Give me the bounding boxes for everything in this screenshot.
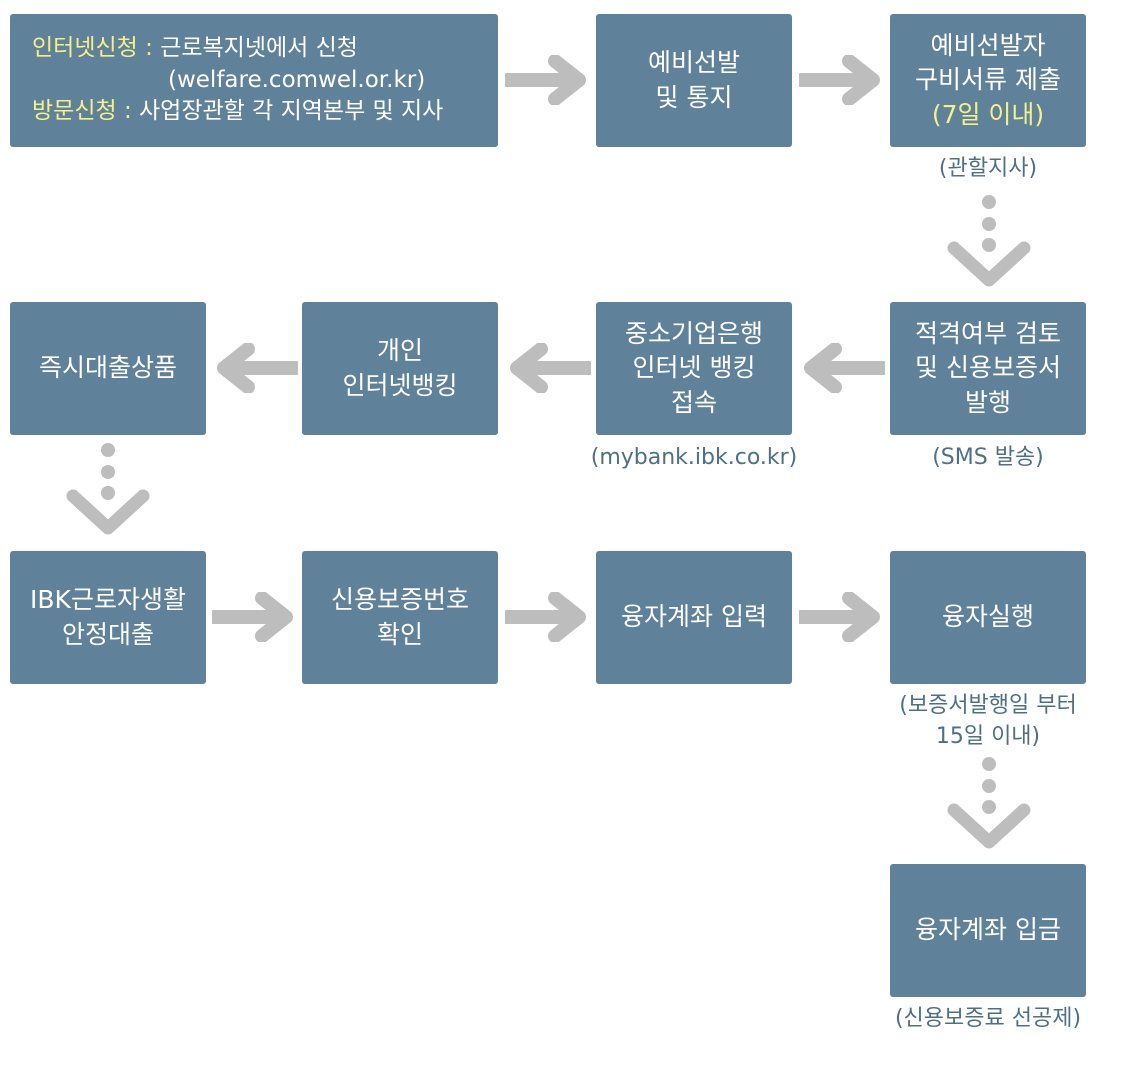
visit-apply-row: 방문신청 : 사업장관할 각 지역본부 및 지사 bbox=[32, 96, 443, 128]
note-branch: (관할지사) bbox=[938, 156, 1038, 181]
internet-apply-value: 근로복지넷에서 신청 bbox=[160, 34, 358, 61]
note-loan-execute: (보증서발행일 부터 15일 이내) bbox=[860, 691, 1116, 753]
step-review: 적격여부 검토 및 신용보증서 발행 bbox=[890, 302, 1086, 435]
step-guarantee-check-line-2: 확인 bbox=[376, 619, 423, 649]
internet-apply-label: 인터넷신청 : bbox=[32, 34, 153, 61]
step-docs-deadline: (7일 이내) bbox=[931, 99, 1045, 129]
step-loan-execute: 융자실행 bbox=[890, 551, 1086, 684]
arrow-left-icon bbox=[217, 343, 298, 393]
arrow-left-icon bbox=[804, 343, 885, 393]
start-box: 인터넷신청 : 근로복지넷에서 신청 (welfare.comwel.or.kr… bbox=[10, 14, 498, 147]
step-ibk-banking-line-3: 접속 bbox=[670, 387, 717, 417]
step-preselect: 예비선발 및 통지 bbox=[596, 14, 792, 147]
step-guarantee-check-line-1: 신용보증번호 bbox=[330, 585, 469, 614]
arrow-down-dotted-icon bbox=[947, 757, 1031, 849]
step-ibk-loan-line-1: IBK근로자생활 bbox=[30, 585, 186, 614]
step-review-line-2: 및 신용보증서 bbox=[915, 353, 1061, 383]
step-preselect-line-2: 및 통지 bbox=[655, 82, 733, 112]
arrow-right-icon bbox=[799, 592, 880, 642]
step-docs-line-1: 예비선발자 bbox=[930, 30, 1046, 60]
step-personal-banking-line-1: 개인 bbox=[376, 336, 423, 365]
step-instant-loan-line-1: 즉시대출상품 bbox=[38, 353, 177, 383]
note-sms: (SMS 발송) bbox=[932, 445, 1044, 470]
arrow-right-icon bbox=[212, 592, 293, 642]
step-loan-execute-line-1: 융자실행 bbox=[941, 602, 1034, 632]
step-ibk-banking-line-2: 인터넷 뱅킹 bbox=[632, 353, 756, 383]
note-loan-execute-line-2: 15일 이내) bbox=[935, 723, 1041, 749]
note-deposit: (신용보증료 선공제) bbox=[894, 1006, 1082, 1031]
step-deposit: 융자계좌 입금 bbox=[890, 864, 1086, 997]
step-guarantee-check: 신용보증번호 확인 bbox=[302, 551, 498, 684]
step-instant-loan: 즉시대출상품 bbox=[10, 302, 206, 435]
visit-apply-label: 방문신청 : bbox=[32, 98, 132, 125]
step-ibk-banking-line-1: 중소기업은행 bbox=[624, 318, 763, 348]
step-ibk-loan: IBK근로자생활 안정대출 bbox=[10, 551, 206, 684]
internet-apply-url: (welfare.comwel.or.kr) bbox=[168, 66, 426, 93]
step-docs-line-2: 구비서류 제출 bbox=[915, 65, 1061, 95]
visit-apply-value: 사업장관할 각 지역본부 및 지사 bbox=[139, 98, 444, 125]
arrow-right-icon bbox=[505, 55, 586, 105]
step-account-input-line-1: 융자계좌 입력 bbox=[621, 602, 767, 632]
step-docs-submit: 예비선발자 구비서류 제출 (7일 이내) bbox=[890, 14, 1086, 147]
arrow-right-icon bbox=[799, 55, 880, 105]
step-review-line-1: 적격여부 검토 bbox=[915, 318, 1061, 348]
step-ibk-loan-line-2: 안정대출 bbox=[61, 619, 154, 649]
arrow-down-dotted-icon bbox=[66, 443, 150, 535]
note-ibk-url: (mybank.ibk.co.kr) bbox=[590, 445, 798, 470]
step-preselect-line-1: 예비선발 bbox=[647, 48, 740, 77]
note-loan-execute-line-1: (보증서발행일 부터 bbox=[899, 693, 1077, 718]
step-ibk-banking: 중소기업은행 인터넷 뱅킹 접속 bbox=[596, 302, 792, 435]
step-personal-banking: 개인 인터넷뱅킹 bbox=[302, 302, 498, 435]
arrow-right-icon bbox=[505, 592, 586, 642]
arrow-left-icon bbox=[510, 343, 591, 393]
step-review-line-3: 발행 bbox=[964, 387, 1011, 417]
step-deposit-line-1: 융자계좌 입금 bbox=[915, 915, 1061, 945]
arrow-down-dotted-icon bbox=[947, 195, 1031, 287]
step-account-input: 융자계좌 입력 bbox=[596, 551, 792, 684]
step-personal-banking-line-2: 인터넷뱅킹 bbox=[342, 370, 458, 400]
internet-apply-row: 인터넷신청 : 근로복지넷에서 신청 bbox=[32, 33, 358, 65]
